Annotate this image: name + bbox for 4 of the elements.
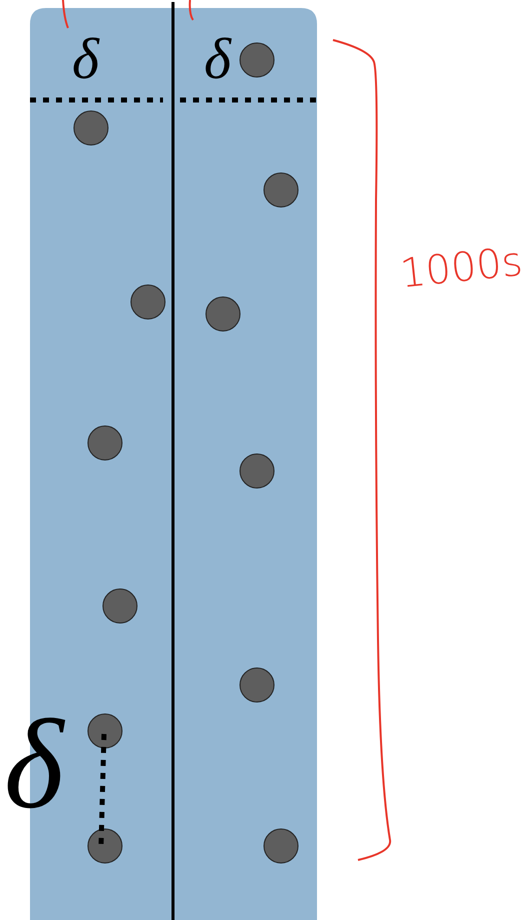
handwritten-note: 1000s [398, 242, 524, 294]
delta-symbol: δ [72, 30, 99, 88]
delta-symbol: δ [4, 700, 64, 828]
delta-symbol: δ [204, 30, 231, 88]
